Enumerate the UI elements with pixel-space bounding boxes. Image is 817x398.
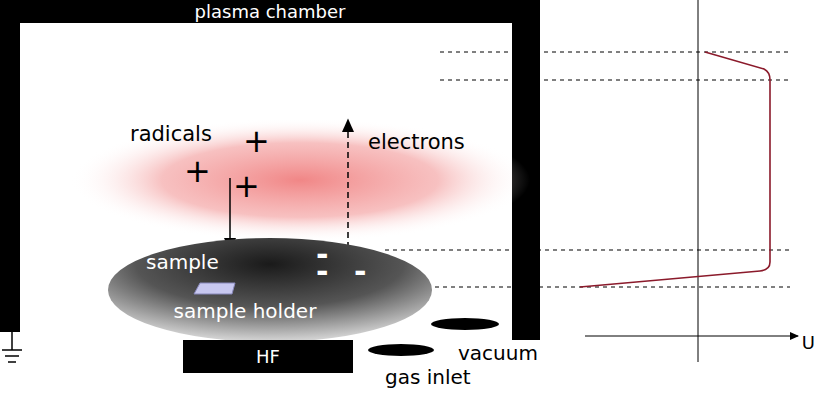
charge-sign: +	[233, 170, 260, 202]
sample-piece	[194, 283, 235, 294]
part-label: sample	[146, 252, 219, 272]
part-label: gas inlet	[385, 367, 471, 387]
charge-sign: +	[243, 125, 270, 157]
axis-label: U	[802, 334, 815, 352]
charge-sign: -	[354, 257, 366, 287]
sample-holder-shape	[108, 238, 432, 342]
node-text: plasma chamber	[195, 3, 346, 21]
radical-arrow	[229, 178, 231, 250]
gas-inlet-port	[368, 344, 434, 356]
node-text: HF	[256, 348, 280, 366]
part-label: vacuum	[458, 343, 538, 363]
potential-curve	[580, 52, 770, 287]
potential-axes	[585, 0, 798, 362]
guide-lines	[385, 52, 790, 287]
charge-sign: +	[184, 155, 211, 187]
vacuum-port	[431, 318, 499, 330]
charge-sign: -	[316, 257, 328, 287]
hf-generator: HF	[183, 340, 353, 373]
ground-symbol	[2, 332, 22, 362]
node-text: sample holder	[174, 301, 317, 321]
species-label: radicals	[130, 124, 212, 145]
plasma-chamber: plasma chamber sample holder	[0, 0, 540, 340]
plasma-glow	[70, 118, 530, 242]
species-label: electrons	[368, 132, 465, 153]
